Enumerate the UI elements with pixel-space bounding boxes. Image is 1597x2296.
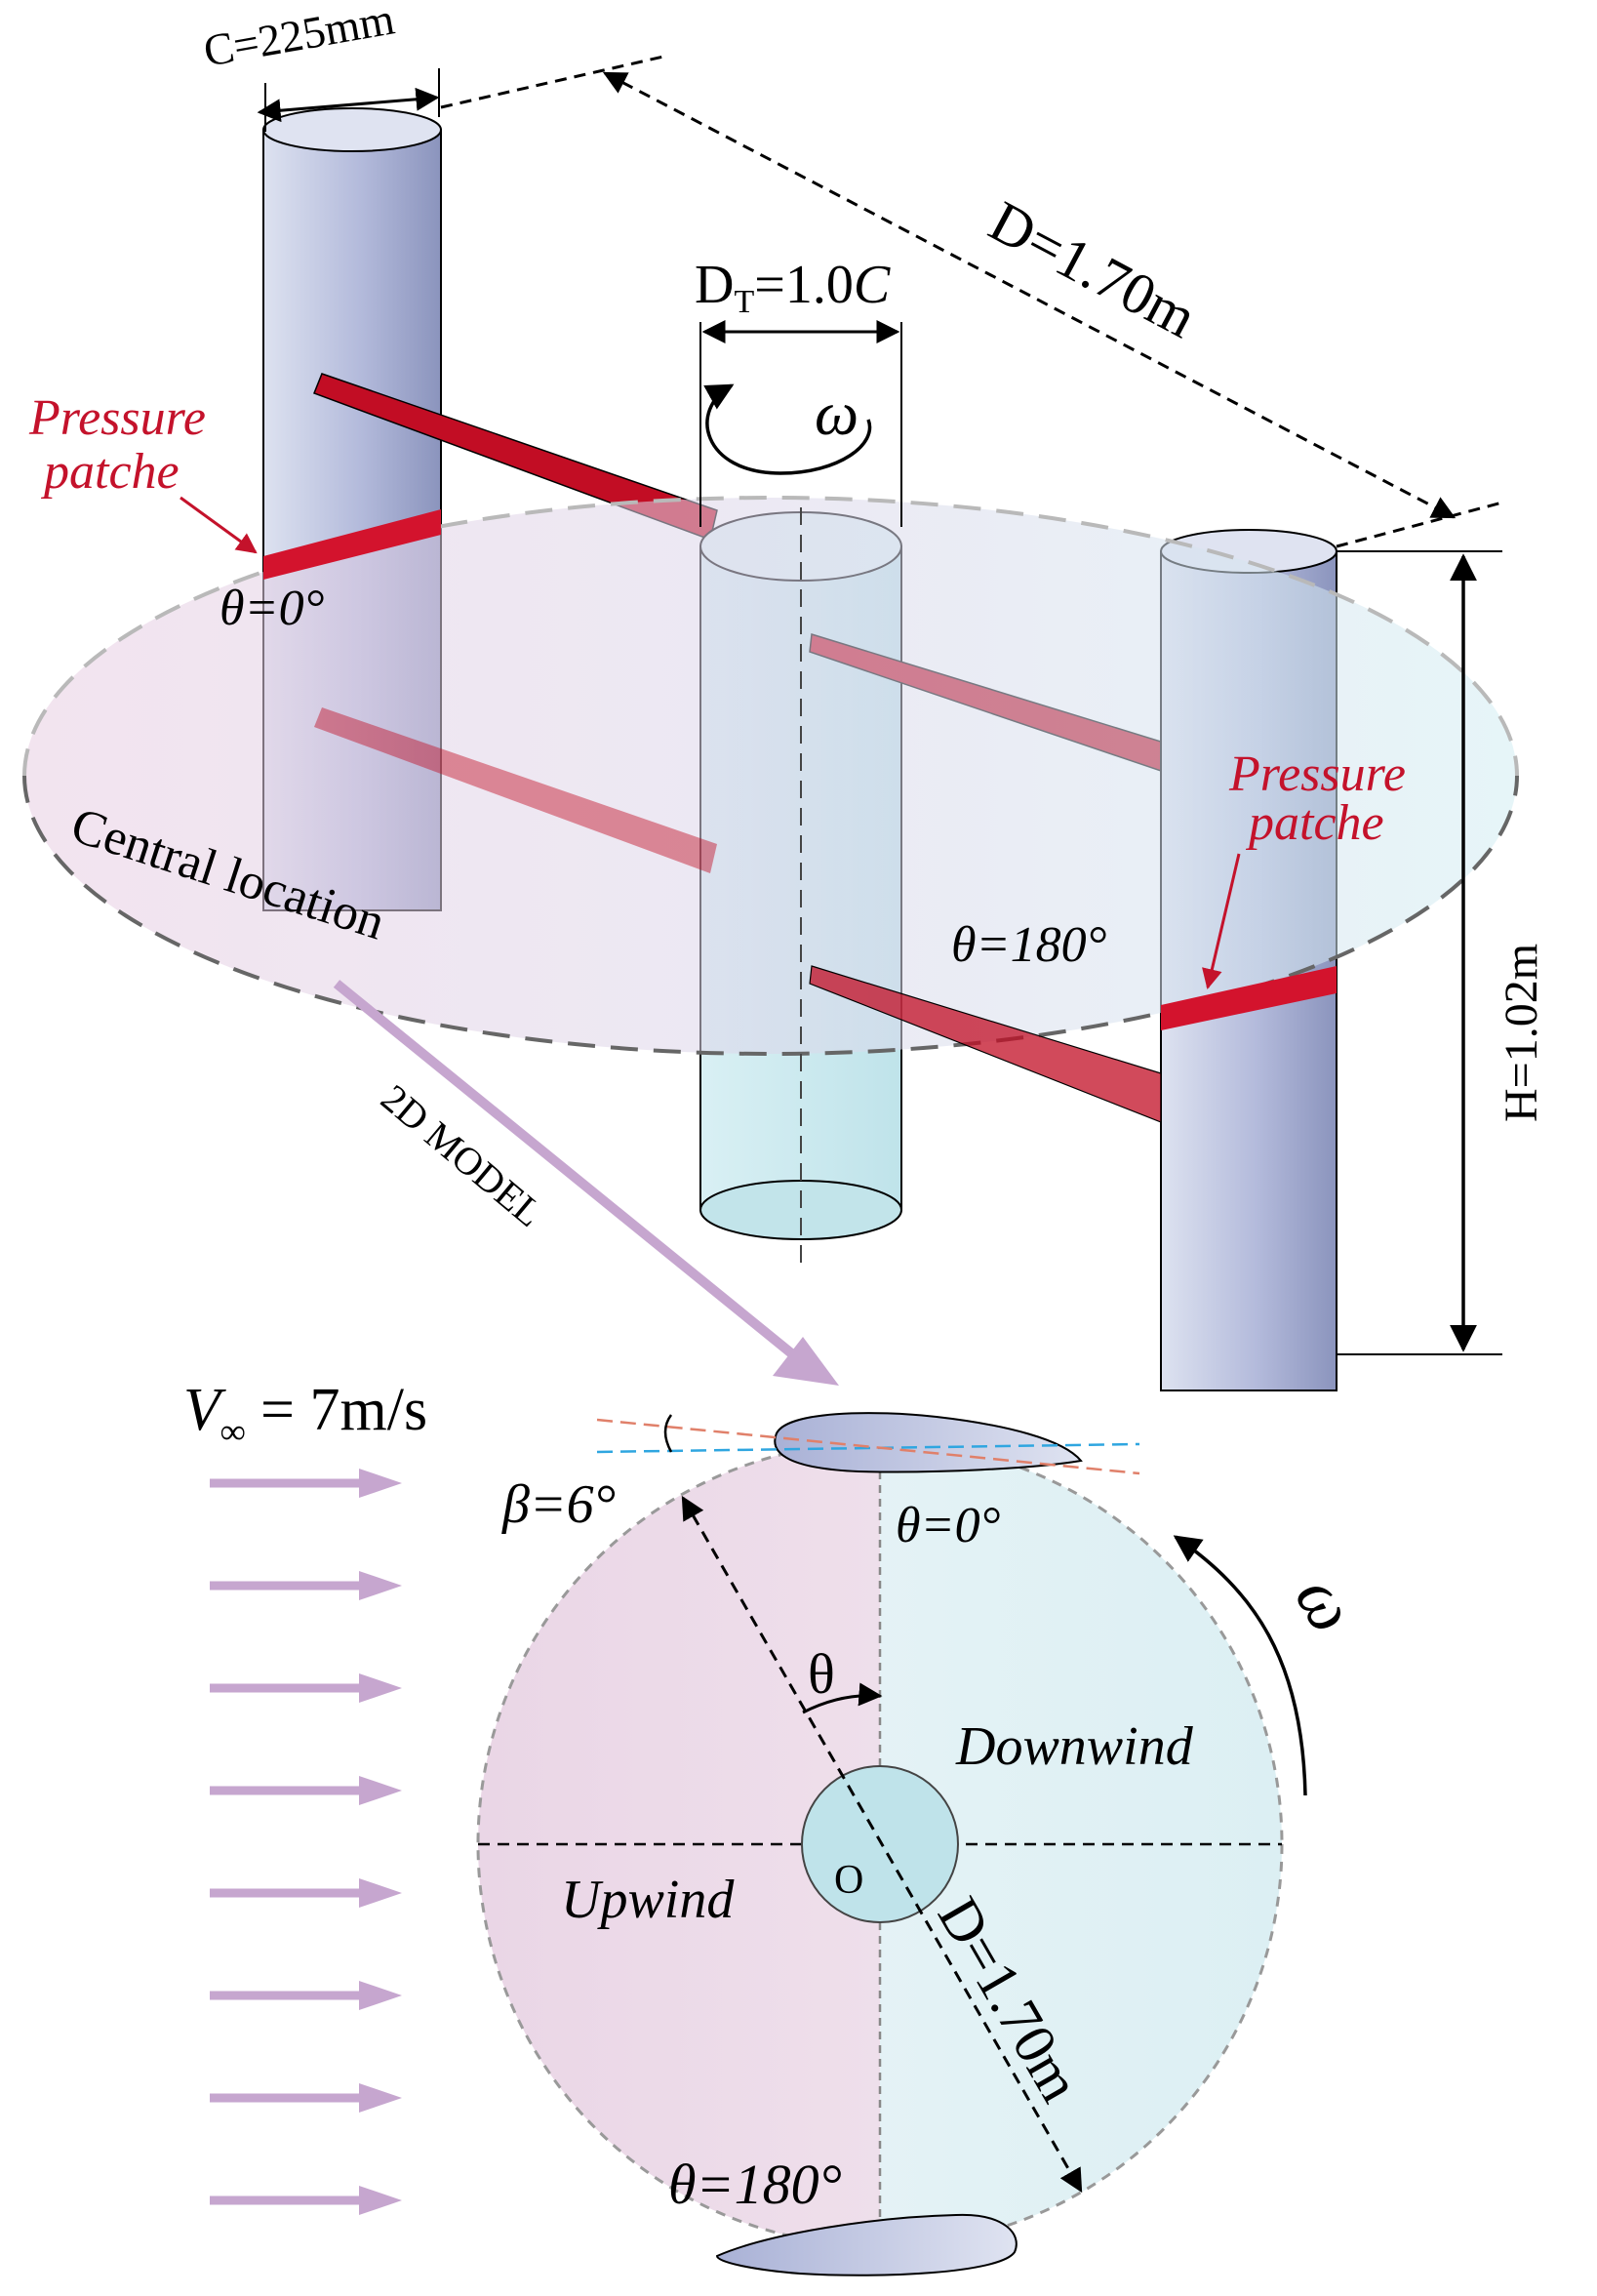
model-2d-arrow: [333, 980, 799, 1360]
downwind-label: Downwind: [955, 1716, 1194, 1777]
chord-dimension: [257, 87, 440, 123]
shaft-diameter-main: D: [695, 255, 734, 315]
airfoil-bottom: [715, 2213, 1018, 2276]
pressure-label-right-1: Pressure: [1228, 746, 1406, 802]
freestream-arrowhead: [359, 1981, 402, 2010]
chord-line: [596, 1418, 1140, 1475]
central-plane: [22, 496, 1519, 1056]
chord-label: C=225mm: [200, 0, 398, 76]
theta-180-bottom: θ=180°: [668, 2153, 842, 2216]
shaft-diameter-rest: =1.0: [754, 255, 854, 315]
freestream-arrowhead: [359, 1469, 402, 1498]
theta-180-top: θ=180°: [951, 917, 1106, 973]
pressure-label-left-2: patche: [40, 444, 180, 500]
model-2d-label: 2D MODEL: [373, 1075, 551, 1235]
shaft-diameter-label: DT=1.0C: [695, 255, 891, 320]
freestream-arrowhead: [359, 1571, 402, 1600]
omega-bottom-label: ω: [1280, 1562, 1373, 1644]
beta-label: β=6°: [501, 1474, 616, 1535]
rotation-arrow-top: [703, 383, 872, 475]
height-label: H=1.02m: [1496, 944, 1547, 1122]
theta-zero-bottom: θ=0°: [896, 1498, 1000, 1553]
freestream-arrowhead: [359, 2083, 402, 2113]
omega-top-label: ω: [815, 379, 858, 448]
freestream-arrowhead: [359, 1776, 402, 1805]
pressure-patch-left-band: [263, 509, 441, 580]
shaft-section: [801, 1765, 959, 1923]
freestream-arrowhead: [359, 2186, 402, 2215]
pressure-label-left-1: Pressure: [28, 390, 206, 446]
pressure-patch-right-band: [1161, 966, 1337, 1030]
lower-strut-left: [314, 707, 717, 873]
shaft-diameter-c: C: [854, 255, 891, 315]
pressure-label-right-2: patche: [1245, 795, 1384, 851]
freestream-arrowhead: [359, 1673, 402, 1703]
freestream-label: V∞ = 7m/s: [183, 1377, 427, 1451]
diameter-ext-top-right: [1336, 501, 1503, 548]
origin-label: O: [834, 1858, 863, 1903]
freestream-arrowhead: [359, 1878, 402, 1908]
airfoil-top: [774, 1412, 1083, 1473]
rotor-diameter-top-label: D=1.70m: [979, 188, 1207, 350]
diameter-ext-top-left: [440, 55, 664, 109]
theta-zero-top: θ=0°: [220, 581, 324, 636]
diameter-dimension-top: [602, 71, 1457, 519]
rotation-arrow-bottom: [1173, 1535, 1307, 1796]
freestream-value: = 7m/s: [246, 1377, 428, 1443]
pitch-reference-line: [596, 1442, 1140, 1454]
freestream-arrows: [210, 1469, 402, 2215]
pressure-arrow-left: [180, 496, 258, 554]
lower-strut-right: [809, 965, 1162, 1123]
theta-symbol: θ: [808, 1642, 835, 1706]
pressure-arrow-right: [1202, 853, 1241, 990]
freestream-sub: ∞: [220, 1412, 246, 1451]
upwind-label: Upwind: [561, 1870, 735, 1930]
theta-arc: [802, 1682, 883, 1714]
model-2d-arrowhead: [773, 1337, 839, 1386]
beta-arc: [663, 1414, 673, 1453]
freestream-v: V: [183, 1377, 226, 1443]
diameter-dimension-bottom: [681, 1495, 1083, 2194]
shaft-diameter-sub: T: [734, 284, 754, 320]
